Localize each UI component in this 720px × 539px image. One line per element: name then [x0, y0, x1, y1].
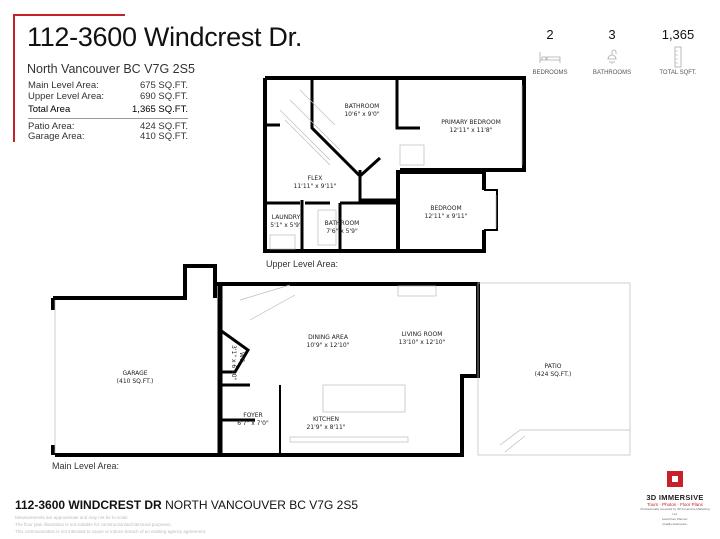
- accent-line: [13, 14, 15, 142]
- stat-label: BEDROOMS: [532, 70, 568, 76]
- brand-note: Professionally executed by 3D Immersive …: [640, 507, 710, 516]
- disclaimer-line: This communication is not intended to ca…: [15, 529, 207, 534]
- disclaimer-line: Measurements are approximate and may not…: [15, 515, 129, 520]
- footer-address: 112-3600 WINDCREST DR NORTH VANCOUVER BC…: [15, 498, 358, 512]
- area-row: Upper Level Area: 690 SQ.FT.: [28, 90, 188, 103]
- room-dimensions: 5'1" x 5'9": [270, 222, 302, 229]
- room-name: PRIMARY BEDROOM: [441, 119, 501, 126]
- area-row: Garage Area: 410 SQ.FT.: [28, 131, 188, 143]
- room-name: LAUNDRY: [272, 214, 301, 221]
- main-level-label: Main Level Area:: [52, 461, 120, 471]
- bed-icon: [515, 46, 585, 68]
- page-subtitle: North Vancouver BC V7G 2S5: [27, 62, 195, 76]
- area-row: Patio Area: 424 SQ.FT.: [28, 120, 188, 133]
- area-label: Patio Area:: [28, 120, 75, 132]
- room-dimensions: (424 SQ.FT.): [535, 371, 572, 378]
- room-dimensions: 21'9" x 8'11": [306, 424, 345, 431]
- room-dimensions: 6'7" x 7'0": [237, 420, 269, 427]
- room-dimensions: 11'11" x 9'11": [294, 183, 337, 190]
- footer-street: 112-3600 WINDCREST DR: [15, 498, 162, 512]
- upper-room-labels: BATHROOM 10'6" x 9'0" PRIMARY BEDROOM 12…: [270, 103, 500, 235]
- brand-credit: Quality Assurance:: [662, 522, 688, 526]
- main-level-plan: [51, 264, 631, 457]
- room-name: PATIO: [544, 363, 561, 370]
- area-row-total: Total Area 1,365 SQ.FT.: [28, 104, 188, 119]
- disclaimer-line: The floor plan illustration is not suita…: [15, 522, 172, 527]
- room-dimensions: 10'9" x 12'10": [307, 342, 350, 349]
- room-name: DINING AREA: [308, 334, 349, 341]
- accent-line: [13, 14, 125, 16]
- room-dimensions: 12'11" x 9'11": [425, 213, 468, 220]
- area-summary: Main Level Area: 675 SQ.FT. Upper Level A…: [28, 80, 188, 143]
- room-name: BATHROOM: [345, 103, 380, 110]
- room-name: BEDROOM: [430, 205, 461, 212]
- brand-logo: 3D IMMERSIVE Tours · Photos · Floor Plan…: [640, 470, 710, 527]
- area-label: Main Level Area:: [28, 80, 99, 91]
- logo-mark-icon: [667, 471, 683, 487]
- area-label: Garage Area:: [28, 131, 85, 142]
- brand-name: 3D IMMERSIVE: [646, 493, 704, 502]
- area-value: 690 SQ.FT.: [139, 90, 188, 102]
- stat-value: 1,365: [661, 27, 695, 42]
- area-value: 675 SQ.FT.: [139, 80, 188, 91]
- room-dimensions: (410 SQ.FT.): [117, 378, 154, 385]
- room-dimensions: 13'10" x 12'10": [399, 339, 446, 346]
- room-name: LIVING ROOM: [402, 331, 443, 338]
- stat-bedrooms: 2 BEDROOMS: [515, 27, 585, 76]
- stat-label: TOTAL SQFT.: [659, 70, 697, 76]
- brand-tagline: Tours · Photos · Floor Plans: [647, 502, 703, 507]
- room-name: 12'11" x 11'8": [450, 127, 493, 134]
- area-value: 424 SQ.FT.: [139, 120, 188, 132]
- ruler-icon: [643, 46, 713, 68]
- stat-label: BATHROOMS: [592, 70, 632, 76]
- room-dimensions: 10'6" x 9'0": [344, 111, 380, 118]
- room-name: FLEX: [308, 175, 323, 182]
- disclaimer: Measurements are approximate and may not…: [15, 514, 206, 535]
- room-dimensions: 7'6" x 5'9": [326, 228, 358, 235]
- stat-total-sqft: 1,365 TOTAL SQFT.: [643, 27, 713, 76]
- room-dimensions: 3'1" x 6'10": [230, 345, 237, 381]
- stat-value: 3: [608, 27, 616, 42]
- brand-credit: Lead Floor Planner:: [661, 517, 689, 521]
- area-label: Total Area: [28, 104, 71, 115]
- upper-level-label: Upper Level Area:: [266, 259, 339, 269]
- area-row: Main Level Area: 675 SQ.FT.: [28, 80, 188, 92]
- area-value: 1,365 SQ.FT.: [132, 104, 188, 115]
- room-name: BATHROOM: [325, 220, 360, 227]
- room-name: GARAGE: [122, 370, 147, 377]
- room-name: WC: [238, 352, 245, 362]
- shower-icon: [577, 46, 647, 68]
- area-value: 410 SQ.FT.: [139, 131, 188, 142]
- area-label: Upper Level Area:: [28, 90, 105, 102]
- upper-level-plan: [263, 76, 526, 253]
- room-name: KITCHEN: [313, 416, 339, 423]
- room-name: FOYER: [243, 412, 262, 419]
- stat-value: 2: [546, 27, 554, 42]
- main-room-labels: GARAGE (410 SQ.FT.) DINING AREA 10'9" x …: [117, 331, 572, 431]
- page-title: 112-3600 Windcrest Dr.: [27, 22, 303, 52]
- footer-city: NORTH VANCOUVER BC V7G 2S5: [165, 498, 358, 512]
- stat-bathrooms: 3 BATHROOMS: [577, 27, 647, 76]
